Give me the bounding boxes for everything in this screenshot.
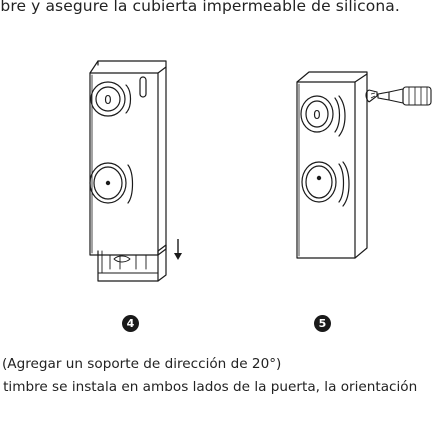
screwdriver-icon: [377, 86, 432, 106]
screw-icon: [365, 89, 378, 103]
svg-text:0: 0: [313, 108, 321, 122]
step-badge-4: 4: [122, 315, 139, 332]
caption-line-1: (Agregar un soporte de dirección de 20°): [2, 356, 282, 372]
caption-line-2: l timbre se instala en ambos lados de la…: [0, 379, 418, 395]
svg-text:0: 0: [104, 93, 112, 107]
figure-step-5: 0: [296, 71, 432, 259]
arrow-down-icon: [174, 239, 182, 260]
doorbell-button-dot: [105, 180, 111, 186]
instruction-text-top: ibre y asegure la cubierta impermeable d…: [0, 0, 400, 15]
doorbell-button-outer: [89, 162, 127, 204]
doorbell-side-5: [354, 73, 368, 259]
mount-bracket: [97, 250, 159, 282]
doorbell-side: [157, 66, 167, 256]
camera-lens-inner: [95, 86, 121, 112]
figure-step-4: 0: [89, 60, 182, 282]
camera-lens-outer: [90, 81, 126, 117]
doorbell-button-outer-5: [301, 161, 337, 203]
doorbell-body: [89, 72, 159, 256]
step-badge-5: 5: [314, 315, 331, 332]
camera-lens-outer-5: [300, 95, 334, 133]
